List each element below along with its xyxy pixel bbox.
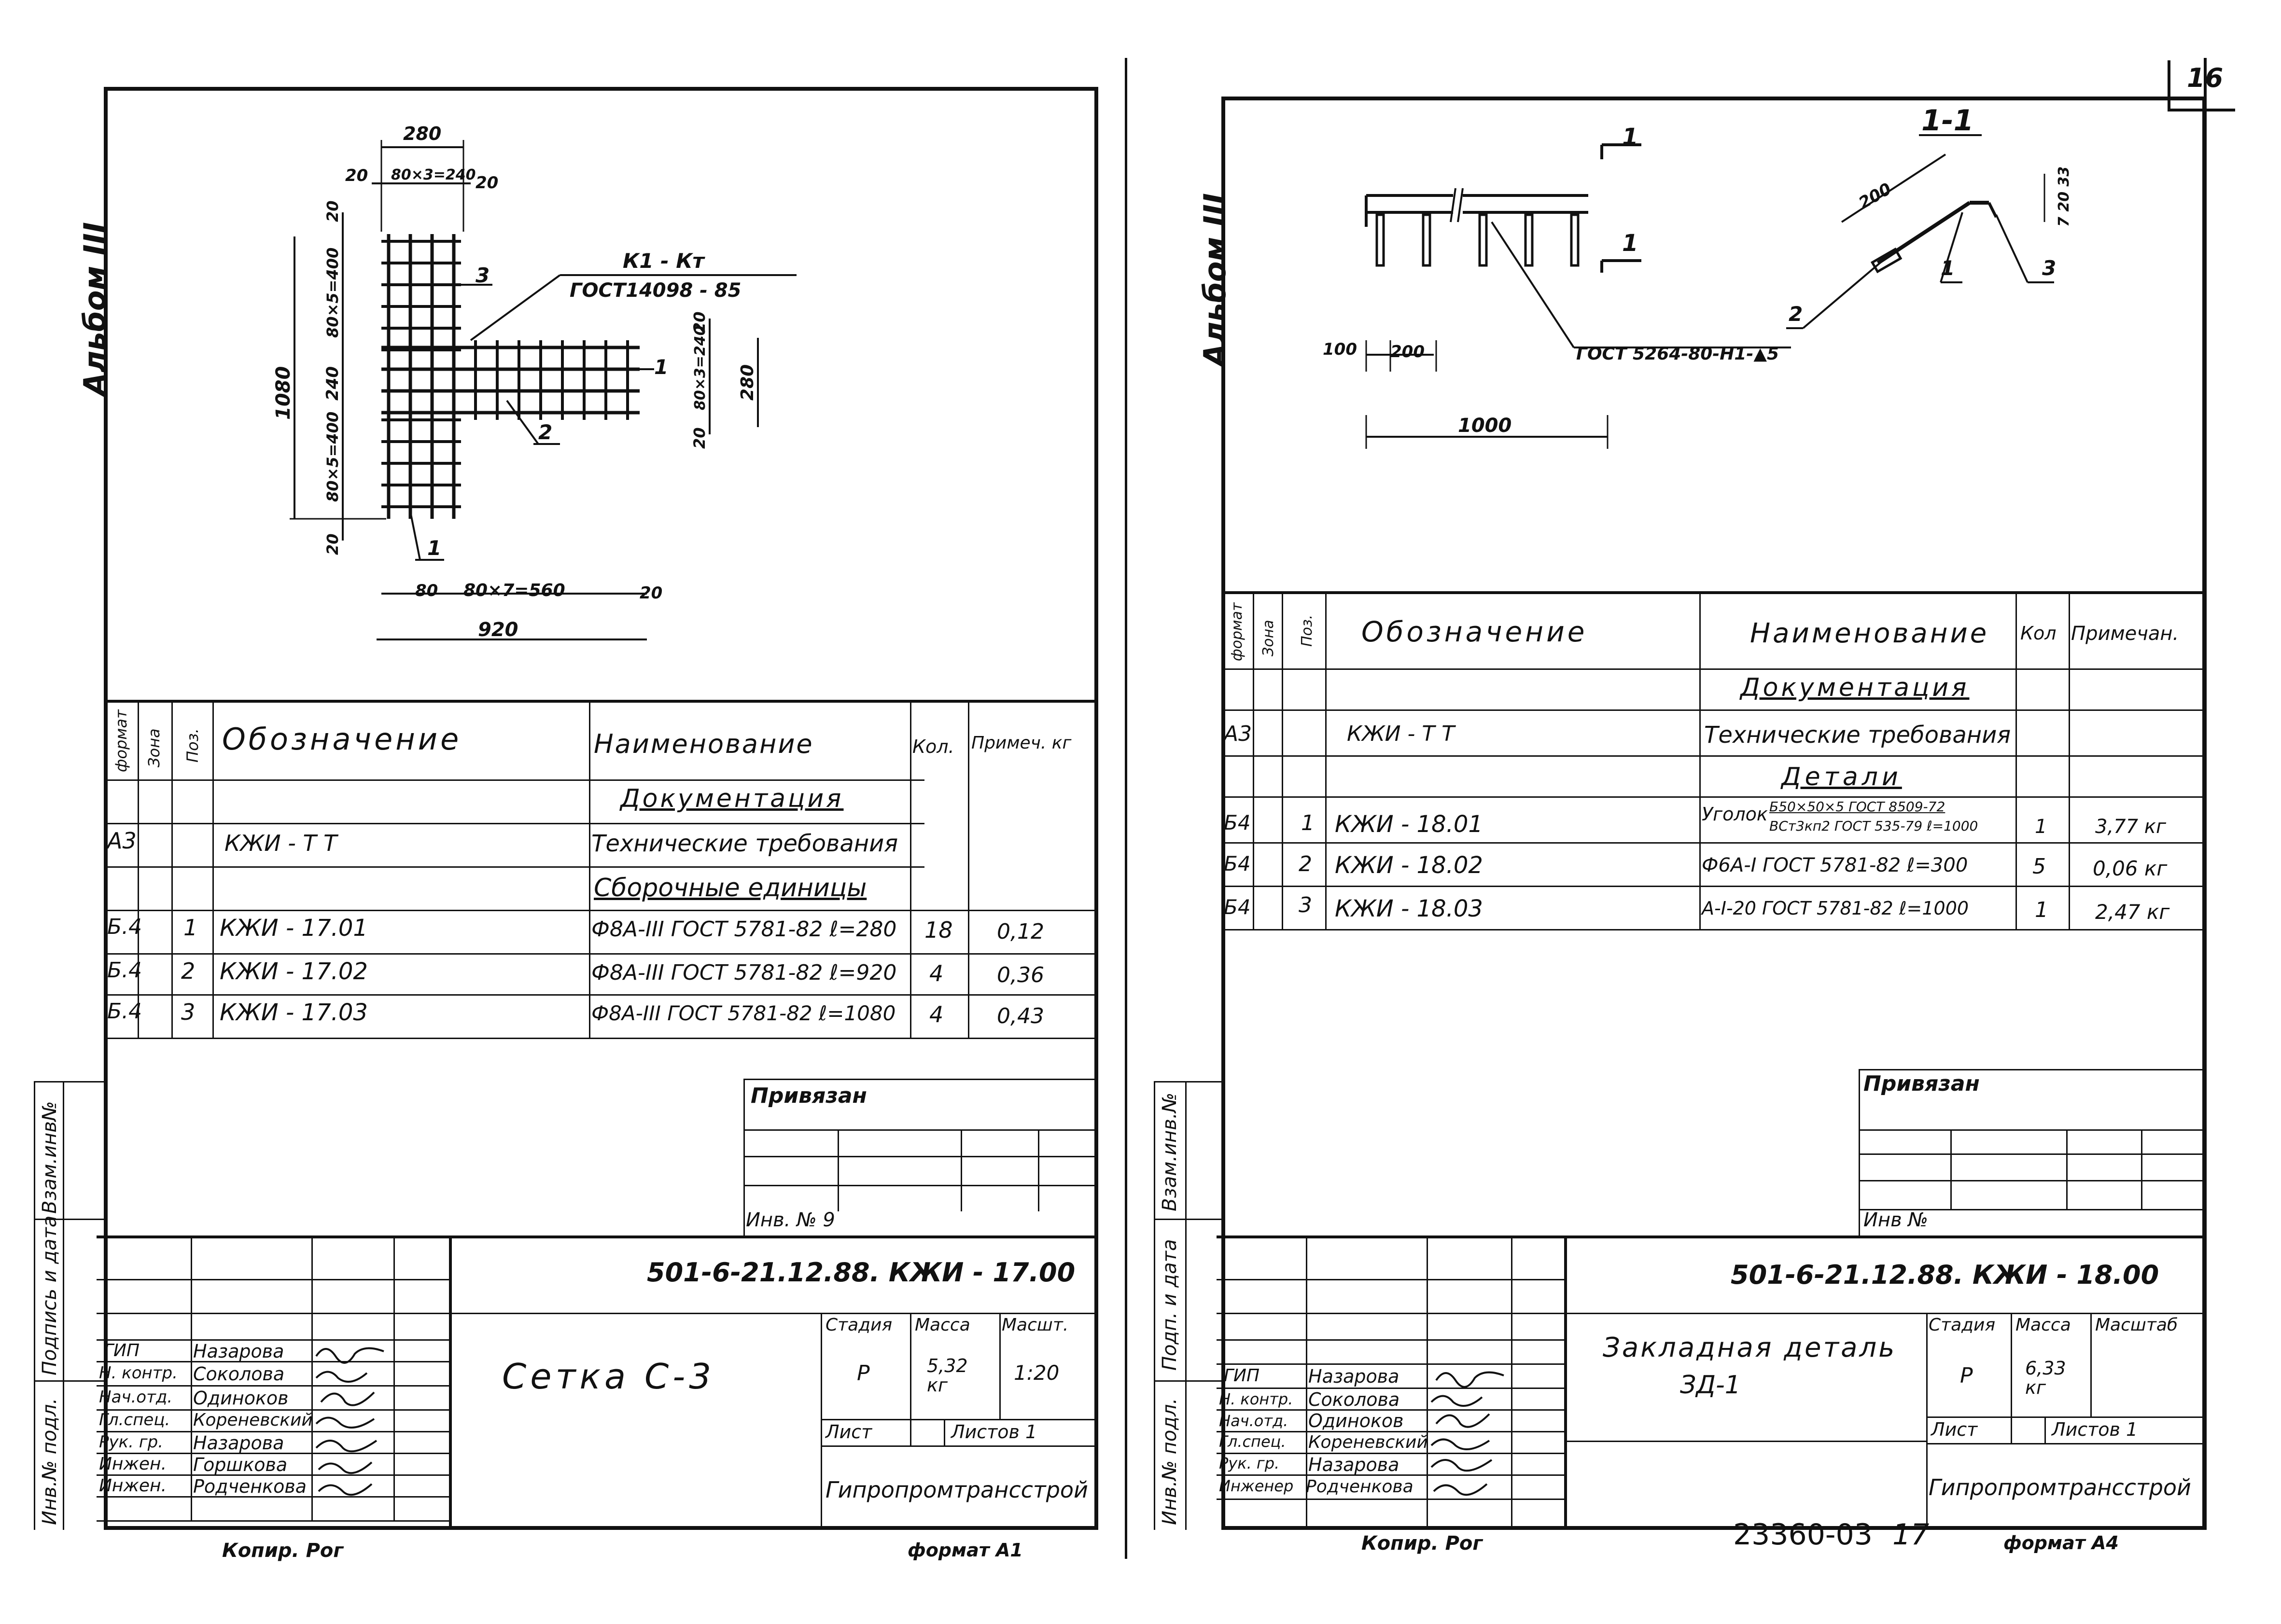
callout-3: 3 [476,264,490,287]
right-doc-name: Технические требования [1704,722,2011,749]
dim-right-lower: 20 [690,427,709,449]
left-sheet-label: Лист [826,1421,872,1443]
left-section-docs: Документация [620,784,844,813]
left-header-qty: Кол. [912,736,954,757]
left-header-designation: Обозначение [222,722,462,757]
right-title-line1: Закладная деталь [1603,1332,1897,1363]
section-mark-bottom: 1 [1622,230,1638,257]
right-org: Гипропромтрансстрой [1929,1474,2191,1500]
dim-bottom-total: 920 [478,619,518,641]
dim-left-top: 20 [323,200,342,222]
left-title: Сетка С-3 [502,1356,715,1397]
right-section-docs: Документация [1740,673,1970,702]
dim-right-upper: 20 [690,311,709,333]
right-callout-1: 1 [1941,256,1955,280]
dim-left-upper: 80×5=400 [323,248,342,338]
left-stage: Р [857,1361,870,1386]
dims-small: 7 20 33 [2056,167,2072,227]
right-callout-2: 2 [1789,302,1803,326]
right-title-line2: ЗД-1 [1680,1371,1741,1400]
sheet-divider [1125,58,1127,1559]
weld-label: К1 - Кт [623,249,706,273]
left-scale-h: Масшт. [1002,1315,1069,1335]
dim-left-bottom: 20 [323,533,342,555]
left-privyazan: Привязан [751,1083,867,1108]
dim-bottom-right: 20 [640,583,662,603]
dim-1000: 1000 [1458,415,1511,437]
dim-top-mid: 80×3=240 [391,167,476,183]
left-doc-format: А3 [107,828,137,854]
left-mass: 5,32 кг [927,1355,968,1396]
left-inv-no: Инв. № 9 [746,1209,835,1231]
right-callout-3: 3 [2042,256,2056,280]
right-mass-h: Масса [2015,1315,2071,1335]
right-stage: Р [1960,1363,1973,1388]
dim-100: 100 [1323,340,1357,359]
section-mark-top: 1 [1622,124,1638,151]
right-copied: Копир. Рог [1361,1532,1483,1555]
callout-1b: 1 [427,536,441,560]
left-mass-h: Масса [915,1315,970,1335]
dim-200: 200 [1390,342,1425,361]
left-code: 501-6-21.12.88. КЖИ - 17.00 [647,1257,1076,1288]
dim-bottom-mid: 80×7=560 [463,581,565,600]
right-header-qty: Кол [2020,623,2057,644]
right-privyazan: Привязан [1863,1071,1980,1096]
page-number-box-bottom [2168,109,2235,111]
right-format: формат А4 [2003,1532,2119,1554]
page-number-box-left [2168,60,2170,111]
right-inv-no: Инв № [1863,1209,1928,1231]
right-section-parts: Детали [1781,763,1902,791]
bottom-code: 23360-03 [1733,1518,1873,1552]
dim-height-total: 1080 [272,366,294,420]
callout-2: 2 [538,420,552,444]
dim-left-lower: 80×5=400 [323,412,342,502]
dim-top-left: 20 [345,166,368,185]
dim-right-total: 280 [738,364,757,401]
section-title: 1-1 [1921,104,1973,138]
right-header-designation: Обозначение [1361,615,1588,648]
right-header-note: Примечан. [2071,623,2179,645]
weld-note: ГОСТ 5264-80-Н1-▲5 [1576,344,1779,364]
dim-left-mid: 240 [323,366,342,401]
left-format: формат А1 [908,1540,1023,1561]
right-sheets-label: Листов 1 [2052,1419,2138,1440]
left-scale: 1:20 [1014,1361,1060,1385]
left-copied: Копир. Рог [222,1540,344,1562]
dim-bottom-left: 80 [415,581,438,600]
right-mass: 6,33 кг [2025,1358,2066,1398]
weld-standard: ГОСТ14098 - 85 [570,279,741,302]
right-header-name: Наименование [1750,618,1989,649]
right-code: 501-6-21.12.88. КЖИ - 18.00 [1731,1260,2159,1290]
left-stage-h: Стадия [826,1315,893,1335]
left-doc-designation: КЖИ - Т Т [224,830,337,856]
left-sheets-label: Листов 1 [951,1421,1037,1443]
left-header-name: Наименование [594,729,814,759]
left-doc-name: Технические требования [591,830,898,857]
left-header-note: Примеч. кг [971,733,1072,753]
right-doc-format: А3 [1224,722,1252,746]
right-scale-h: Масштаб [2095,1315,2178,1335]
dim-top-right: 20 [476,173,498,193]
right-sheet-label: Лист [1931,1419,1978,1440]
right-stage-h: Стадия [1929,1315,1996,1335]
left-sheet-frame [104,87,1098,1530]
left-org: Гипропромтрансстрой [826,1477,1088,1503]
dim-right-mid: 80×3=240 [692,325,709,410]
left-section-assemblies: Сборочные единицы [594,874,867,902]
dim-top-total: 280 [403,123,441,144]
callout-1: 1 [654,355,668,379]
bottom-code-sheet: 17 [1892,1518,1930,1552]
right-doc-designation: КЖИ - Т Т [1347,722,1455,746]
